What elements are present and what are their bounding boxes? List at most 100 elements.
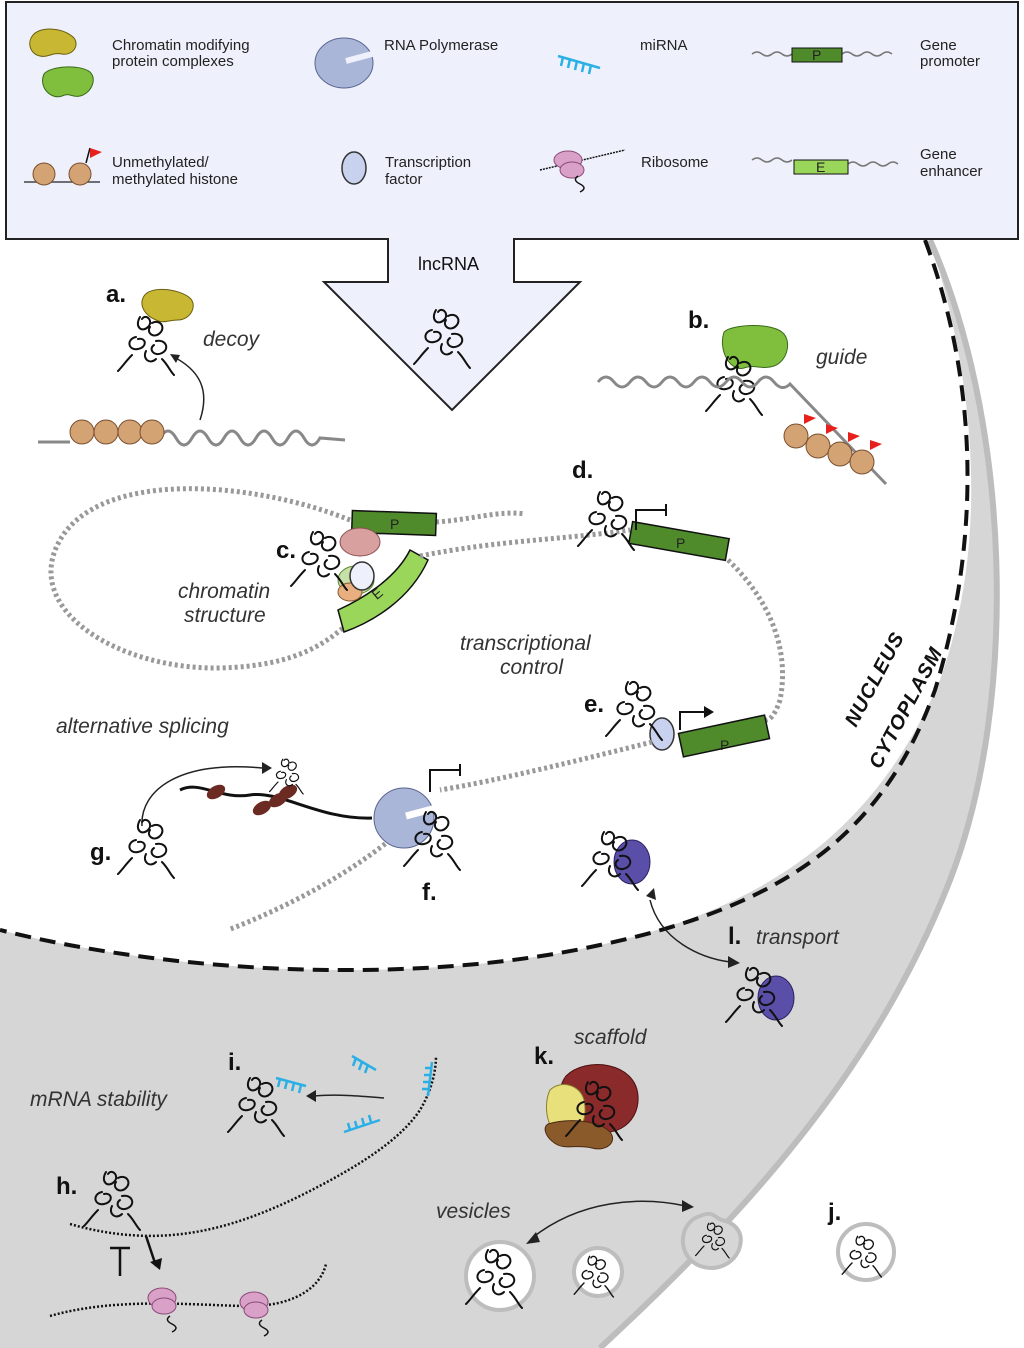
label-guide: guide — [816, 346, 867, 369]
guide-histones — [783, 414, 882, 475]
ribosome-icon — [539, 149, 626, 193]
label-decoy: decoy — [203, 328, 261, 351]
decoy-histones — [69, 419, 165, 445]
methyl-flag-icon — [90, 148, 102, 158]
cytoplasm-region — [0, 240, 997, 1348]
label-control: control — [500, 656, 564, 679]
mrna-strand-i — [69, 1055, 438, 1238]
chromatin-complex-icon-green — [42, 66, 94, 98]
legend-chromatin-l1: Chromatin modifying — [112, 37, 250, 54]
label-alternative-splicing: alternative splicing — [56, 715, 229, 738]
letter-b: b. — [688, 307, 709, 334]
letter-j: j. — [827, 1199, 841, 1226]
enhancer-letter: E — [816, 159, 825, 175]
legend-tf-l1: Transcription — [385, 154, 471, 171]
transport-protein-nucleus — [613, 839, 651, 885]
legend-promoter-l1: Gene — [920, 37, 957, 54]
lncrna-arrow-label: lncRNA — [418, 254, 479, 274]
label-scaffold: scaffold — [574, 1026, 648, 1049]
guide-dna — [596, 375, 888, 486]
dna-right — [726, 558, 786, 723]
legend-enhancer-l1: Gene — [920, 146, 957, 163]
activation-arrow-e — [679, 711, 706, 730]
rna-polymerase-icon — [314, 37, 374, 89]
mirna-free — [351, 1054, 377, 1074]
legend-chromatin-l2: protein complexes — [112, 53, 234, 70]
rna-polymerase-f — [373, 787, 437, 849]
gene-enhancer-icon: E — [751, 157, 899, 175]
transport-arrow — [649, 899, 731, 963]
promoter-d-letter: P — [676, 535, 685, 551]
lncrna-d — [577, 490, 635, 551]
promoter-e-letter: P — [720, 737, 729, 753]
legend-enhancer-l2: enhancer — [920, 163, 983, 180]
cell-membrane — [597, 238, 1000, 1348]
letter-c: c. — [276, 537, 296, 564]
vesicle-large — [464, 1240, 536, 1312]
label-chromatin: chromatin — [178, 580, 270, 603]
dna-f-tail — [227, 838, 392, 933]
decoy-dna — [38, 429, 346, 447]
chromatin-complex-icon-yellow — [29, 28, 77, 57]
splicing-arrow — [141, 766, 263, 827]
mirna-on-mrna — [343, 1061, 434, 1134]
mirna-sponge-arrow — [313, 1094, 385, 1099]
letter-k: k. — [534, 1043, 554, 1070]
legend-promoter-l2: promoter — [920, 53, 980, 70]
letter-a: a. — [106, 281, 126, 308]
nascent-rna-g — [179, 785, 373, 820]
letter-e: e. — [584, 691, 604, 718]
repression-bar-d — [635, 504, 667, 530]
mirna-icon — [557, 54, 601, 75]
loop-promoter-letter: P — [390, 516, 399, 532]
decoy-arrow — [171, 355, 205, 421]
legend-rna-polymerase: RNA Polymerase — [384, 37, 498, 54]
splicing-proteins — [206, 784, 298, 816]
repression-bar-f — [429, 764, 461, 792]
transcription-factor-icon — [341, 151, 367, 185]
letter-g: g. — [90, 839, 111, 866]
lncrna-g — [117, 818, 175, 879]
letter-h: h. — [56, 1173, 77, 1200]
label-structure: structure — [184, 604, 266, 627]
guide-chromatin-complex — [722, 325, 789, 369]
letter-l: l. — [728, 923, 741, 950]
vesicle-small — [572, 1246, 624, 1298]
promoter-e — [677, 714, 771, 758]
loop-enhancer — [337, 548, 429, 633]
transport-protein-cytoplasm — [757, 975, 795, 1021]
promoter-letter: P — [812, 47, 821, 63]
promoter-d — [627, 520, 731, 562]
label-mrna-stability: mRNA stability — [30, 1088, 168, 1111]
exosome-j — [836, 1222, 896, 1282]
legend-mirna: miRNA — [640, 37, 688, 54]
legend-ribosome: Ribosome — [641, 154, 709, 171]
letter-f: f. — [422, 879, 437, 906]
ribosomes-h — [147, 1287, 269, 1337]
budding-vesicle — [680, 1211, 743, 1270]
mirna-bound-i — [275, 1076, 307, 1094]
decoy-lncrna — [117, 315, 175, 376]
mrna-strand-h — [49, 1263, 328, 1318]
legend-histone-l1: Unmethylated/ — [112, 154, 210, 171]
label-transport: transport — [756, 926, 840, 949]
scaffold-complex — [544, 1064, 639, 1150]
histone-icon — [24, 147, 102, 186]
chromatin-structure-complex — [337, 527, 381, 602]
chromatin-loop-dna — [48, 486, 354, 671]
lncrna-arrow — [321, 238, 583, 412]
label-vesicles: vesicles — [436, 1200, 511, 1223]
dna-to-d — [419, 527, 631, 559]
vesicle-arrow — [531, 1200, 687, 1239]
transcription-factor-e — [649, 717, 675, 751]
decoy-chromatin-complex — [141, 289, 194, 323]
loop-promoter — [350, 509, 438, 537]
letter-i: i. — [228, 1049, 241, 1076]
translation-inhibit-h — [110, 1246, 130, 1276]
letter-d: d. — [572, 457, 593, 484]
nuclear-envelope — [0, 239, 970, 973]
legend-histone-l2: methylated histone — [112, 171, 238, 188]
label-transcriptional: transcriptional — [460, 632, 592, 655]
gene-promoter-icon: P — [751, 47, 893, 63]
